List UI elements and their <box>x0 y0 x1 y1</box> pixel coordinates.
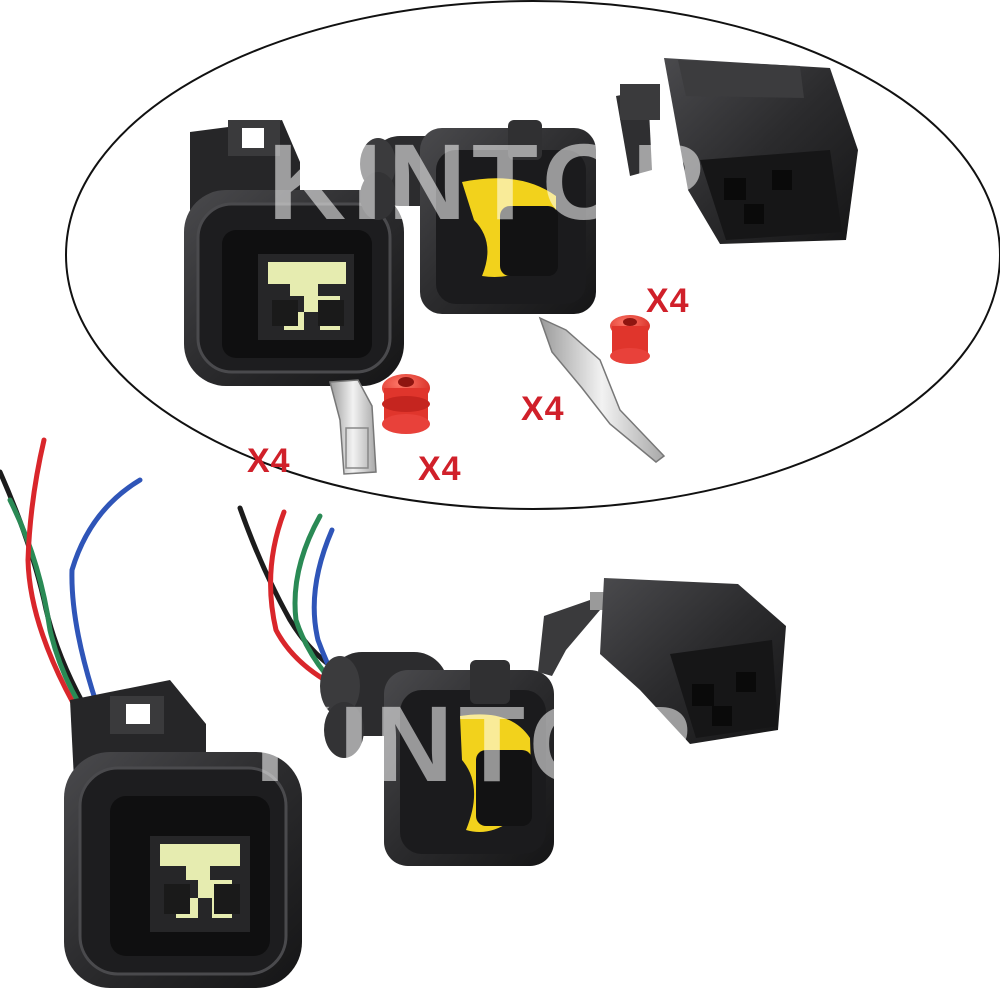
wire-seal-top-left <box>382 374 430 434</box>
quantity-label-seal-right: X4 <box>646 282 690 320</box>
mating-header-bottom <box>538 578 786 744</box>
kit-frame <box>65 0 1000 510</box>
wire-seal-top-right <box>610 315 650 364</box>
quantity-label-female-terminal: X4 <box>247 442 291 480</box>
female-connector-top <box>184 120 404 386</box>
male-terminal <box>538 316 666 463</box>
male-connector-bottom <box>320 652 554 866</box>
female-terminal <box>329 379 377 475</box>
quantity-label-seal-left: X4 <box>418 450 462 488</box>
mating-header-top <box>616 58 858 244</box>
quantity-label-male-terminal: X4 <box>521 390 565 428</box>
male-connector-top <box>360 120 596 314</box>
female-connector-bottom <box>64 680 302 988</box>
